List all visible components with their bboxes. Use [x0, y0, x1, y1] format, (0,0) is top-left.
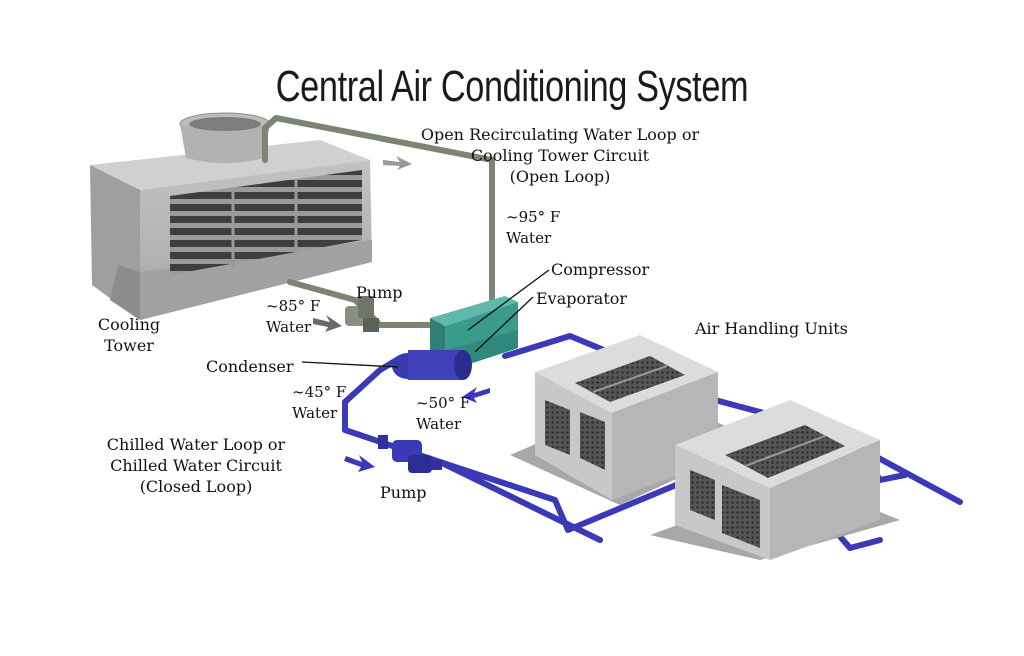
- cooling-tower-illustration: [90, 112, 372, 320]
- open-loop-label: Open Recirculating Water Loop or Cooling…: [420, 125, 700, 186]
- compressor-label: Compressor: [551, 260, 650, 279]
- evaporator-label: Evaporator: [536, 289, 628, 308]
- condenser-label: Condenser: [206, 357, 294, 376]
- flow-arrow-icon: [383, 156, 412, 170]
- diagram-title: Central Air Conditioning System: [275, 62, 749, 111]
- leader-lines: [301, 269, 550, 368]
- top-pump-label: Pump: [356, 283, 403, 302]
- air-handling-units-label: Air Handling Units: [695, 319, 848, 338]
- cooling-tower-label: Cooling Tower: [97, 315, 161, 355]
- top-pump-illustration: [345, 296, 379, 332]
- flow-arrow-icon: [462, 387, 490, 403]
- chiller-illustration: [392, 296, 518, 380]
- bottom-pump-label: Pump: [380, 483, 427, 502]
- bottom-pump-illustration: [378, 435, 442, 473]
- temp-45-label: ~45° F Water: [292, 383, 347, 422]
- temp-95-label: ~95° F Water: [506, 208, 561, 247]
- closed-loop-label: Chilled Water Loop or Chilled Water Circ…: [106, 435, 286, 496]
- air-handling-unit-2: [650, 400, 900, 560]
- temp-85-label: ~85° F Water: [266, 297, 321, 336]
- flow-arrow-icon: [344, 455, 375, 472]
- flow-arrow-icon: [313, 315, 342, 332]
- temp-50-label: ~50° F Water: [416, 394, 471, 433]
